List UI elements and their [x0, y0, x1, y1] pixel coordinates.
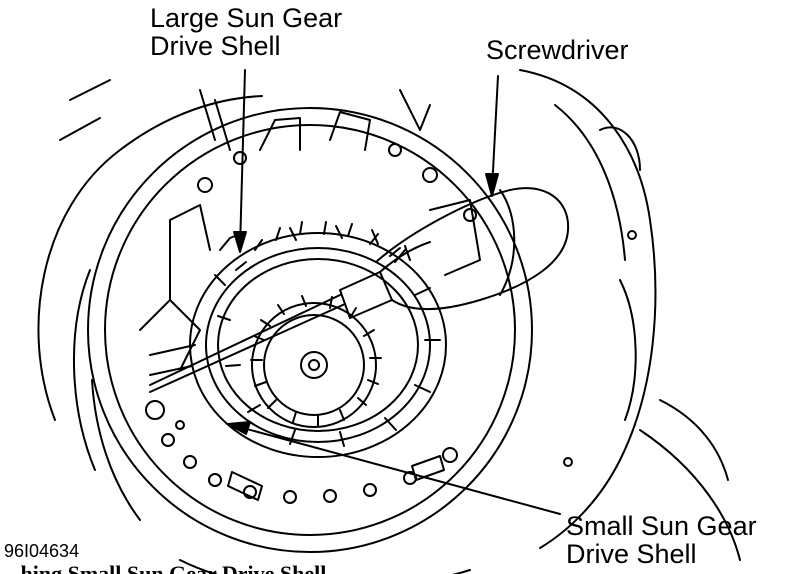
- cut-off-caption: ...hing Small Sun Gear Drive Shell...: [4, 561, 343, 574]
- label-line: Drive Shell: [566, 539, 697, 570]
- screwdriver: [149, 187, 570, 393]
- label-screwdriver: Screwdriver: [486, 35, 629, 65]
- case-outline: [37, 69, 741, 574]
- label-large-sun-gear-drive-shell: Large Sun Gear Drive Shell: [150, 4, 342, 61]
- large-sun-gear-drive-shell: [189, 221, 447, 458]
- housing-ring: [87, 107, 637, 553]
- label-line: Large Sun Gear: [150, 3, 343, 33]
- figure-id: 96I04634: [4, 541, 80, 561]
- label-small-sun-gear-drive-shell: Small Sun Gear Drive Shell: [566, 512, 757, 569]
- label-line: Small Sun Gear: [566, 511, 757, 541]
- label-line: Drive Shell: [150, 31, 281, 62]
- small-sun-gear-drive-shell: [250, 295, 382, 428]
- leader-lines: [227, 69, 561, 515]
